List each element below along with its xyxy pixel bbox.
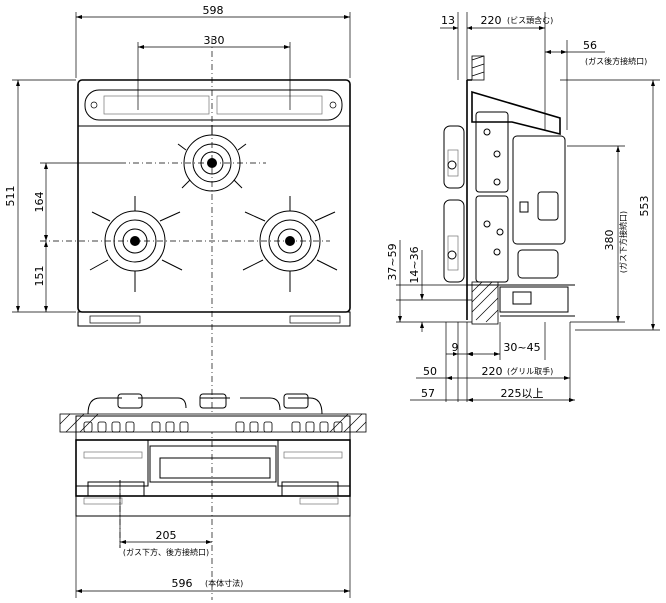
dim-151: 151 (33, 266, 46, 287)
grill-door (149, 445, 277, 483)
front-view: 205 (ガス下方、後方接続口) 596 (本体寸法) (59, 393, 367, 598)
dim-30-45: 30~45 (503, 341, 540, 354)
dim-13: 13 (441, 14, 455, 27)
dim-596: 596 (172, 577, 193, 590)
note-gas-inlets: (ガス下方、後方接続口) (123, 547, 209, 557)
dim-220-bottom: 220 (482, 365, 503, 378)
dim-14-36: 14~36 (408, 246, 421, 283)
note-grill-handle: (グリル取手) (507, 366, 553, 376)
note-gas-bottom-inlet: (ガス下方接続口) (618, 211, 628, 273)
dim-50: 50 (423, 365, 437, 378)
dim-9: 9 (452, 341, 459, 354)
dim-553: 553 (638, 196, 651, 217)
front-trivets (87, 397, 323, 415)
cooktop-outline (77, 79, 351, 313)
dim-56: 56 (583, 39, 597, 52)
dim-598: 598 (203, 4, 224, 17)
dim-220-top: 220 (481, 14, 502, 27)
front-countertop (59, 413, 367, 433)
dim-164: 164 (33, 192, 46, 213)
dim-205: 205 (156, 529, 177, 542)
dim-57: 57 (421, 387, 435, 400)
side-view: 13 220 (ビス頭含む) 56 (ガス後方接続口) (386, 12, 660, 402)
note-screw-head: (ビス頭含む) (507, 15, 553, 25)
dim-225-min: 225以上 (501, 387, 544, 400)
exhaust-grille (84, 89, 343, 121)
note-gas-rear-inlet: (ガス後方接続口) (585, 56, 647, 66)
dim-511: 511 (4, 186, 17, 207)
dim-330: 330 (204, 34, 225, 47)
burner-front-left (89, 196, 183, 292)
unit-side-outline (466, 79, 561, 320)
top-view: 598 330 (4, 4, 351, 600)
burner-front-right (242, 196, 338, 292)
note-body-dimension: (本体寸法) (205, 578, 243, 588)
dim-37-59: 37~59 (386, 243, 399, 280)
dim-380: 380 (603, 230, 616, 251)
front-panel (75, 439, 351, 497)
